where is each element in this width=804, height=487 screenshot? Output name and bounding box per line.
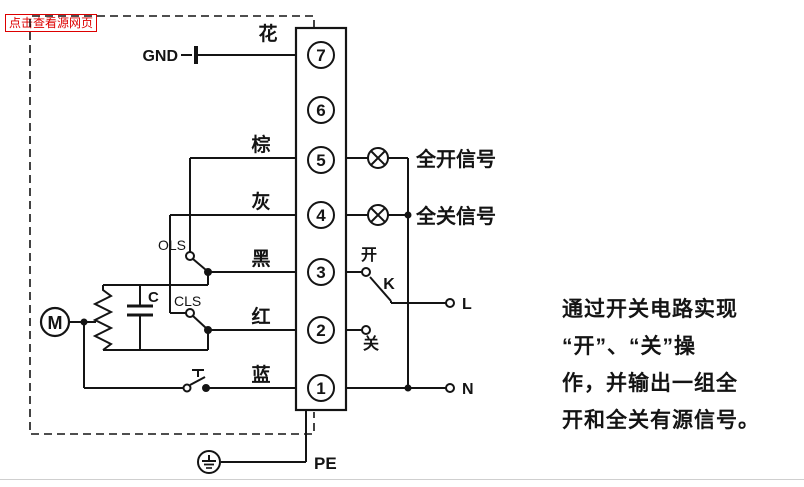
- terminal-2-number: 2: [316, 321, 325, 340]
- thermal-protector-switch: [84, 369, 210, 393]
- terminal-4: [307, 201, 335, 229]
- ols-arm: [192, 258, 207, 271]
- full-close-signal-lamp: 全关信号: [346, 204, 496, 228]
- lamp1-x2: [370, 150, 386, 166]
- wire-label-t2: 红: [251, 305, 270, 328]
- enclosure-dashed-border: [29, 15, 315, 435]
- capacitor-label: C: [148, 289, 159, 306]
- k-arm: [369, 276, 392, 302]
- terminal-7: [307, 41, 335, 69]
- return-junction-dot1: [404, 211, 412, 219]
- cls-arm: [192, 315, 207, 329]
- terminal-6: [307, 96, 335, 124]
- lamp2-x2: [370, 207, 386, 223]
- ols-contact-icon: [185, 251, 195, 261]
- pe-earth: PE: [197, 410, 337, 474]
- description-line-1: 通过开关电路实现: [562, 298, 738, 321]
- k-label: K: [383, 276, 395, 293]
- terminal-3: [307, 258, 335, 286]
- internal-wires: [170, 157, 296, 389]
- ols-label: OLS: [158, 237, 186, 253]
- wire-label-t1: 蓝: [251, 363, 270, 386]
- protector-contact-icon: [182, 383, 192, 393]
- terminal-5: [307, 146, 335, 174]
- l-terminal-icon: [445, 298, 455, 308]
- terminal-2: [307, 316, 335, 344]
- protector-dot: [202, 384, 210, 392]
- full-close-signal-label: 全关信号: [415, 204, 496, 228]
- full-open-signal-lamp: 全开信号: [346, 147, 496, 171]
- terminal-5-number: 5: [316, 151, 325, 170]
- n-label: N: [462, 381, 474, 398]
- bottom-divider: [0, 479, 804, 480]
- description-line-2: “开”、“关”操: [562, 335, 696, 358]
- protector-arm: [189, 376, 206, 386]
- wire-label-t4: 灰: [251, 190, 270, 213]
- supply-terminals: L N: [346, 158, 474, 398]
- terminal-4-number: 4: [316, 206, 326, 225]
- gnd-connector: GND: [142, 46, 296, 65]
- cls-limit-switch: CLS: [169, 215, 212, 334]
- winding-zigzag-icon: [92, 285, 114, 351]
- description-line-3: 作，并输出一组全: [562, 372, 738, 395]
- switch-k: 开 K 关: [346, 246, 395, 353]
- k-open-label: 开: [361, 246, 377, 264]
- terminal-1-number: 1: [316, 379, 325, 398]
- k-close-label: 关: [363, 334, 379, 353]
- description-line-4: 开和全关有源信号。: [562, 409, 760, 432]
- cls-label: CLS: [174, 293, 201, 309]
- n-terminal-icon: [445, 383, 455, 393]
- motor-label: M: [48, 313, 63, 333]
- terminal-6-number: 6: [316, 101, 325, 120]
- wire-color-labels: 花 棕 灰 黑 红 蓝: [251, 22, 277, 386]
- motor: M: [39, 272, 209, 388]
- capacitor: C: [127, 285, 159, 350]
- k-open-contact-icon: [361, 267, 371, 277]
- terminal-block: 7 6 5 4 3 2 1: [294, 26, 348, 412]
- k-close-contact-icon: [361, 325, 371, 335]
- wire-label-t3: 黑: [251, 248, 270, 270]
- terminal-1: [307, 374, 335, 402]
- description-text: 通过开关电路实现 “开”、“关”操 作，并输出一组全 开和全关有源信号。: [562, 291, 804, 439]
- full-open-signal-label: 全开信号: [415, 147, 496, 171]
- ols-limit-switch: OLS: [158, 158, 212, 276]
- gnd-label: GND: [142, 48, 178, 65]
- wire-label-t5: 棕: [251, 133, 270, 156]
- terminal-3-number: 3: [316, 263, 325, 282]
- l-label: L: [462, 296, 472, 313]
- cls-contact-icon: [185, 308, 195, 318]
- pe-label: PE: [314, 454, 337, 473]
- wire-label-t7: 花: [258, 22, 277, 45]
- terminal-7-number: 7: [316, 46, 325, 65]
